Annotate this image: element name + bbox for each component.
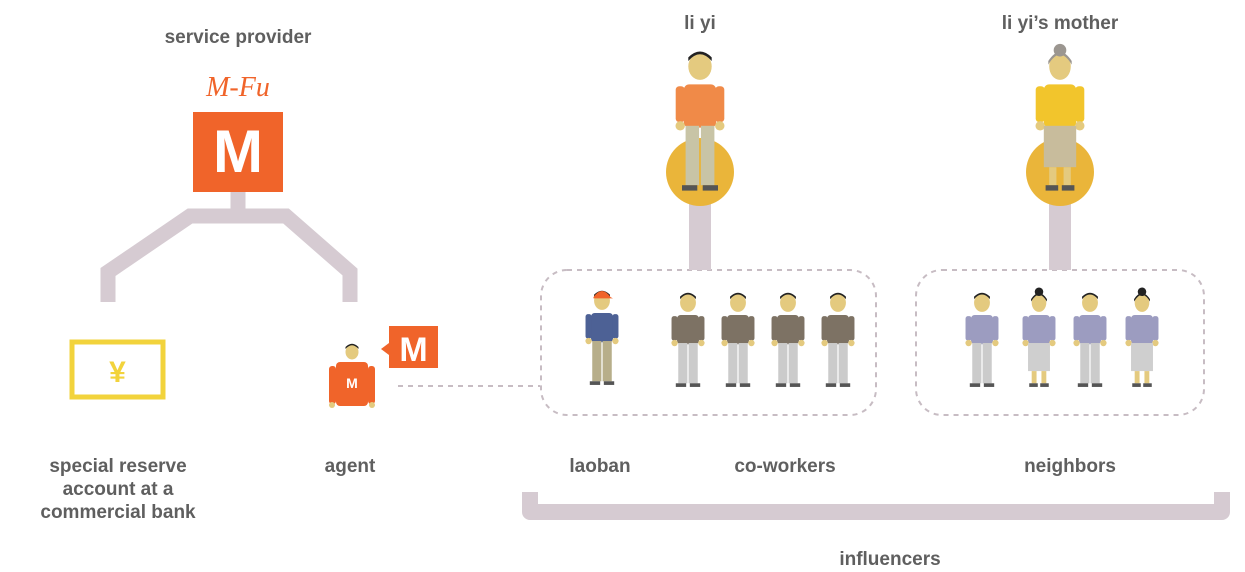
coworkers-label: co-workers [734,456,836,477]
influencers-bracket [522,492,1230,520]
agent-shirt-letter: M [346,375,358,391]
brand-name: M-Fu [206,72,270,103]
mother-disc [1026,138,1094,206]
agent-label: agent [324,456,376,477]
li-yi-disc [666,138,734,206]
laoban-label: laoban [569,456,631,477]
neighbors-label: neighbors [1024,456,1116,477]
neighbor-figure [1022,287,1056,387]
yen-symbol: ¥ [109,356,126,389]
mother-label: li yi’s mother [1001,13,1119,34]
mother-pillar [1049,200,1071,270]
provider-connector [100,192,358,302]
laoban-figure [585,290,619,385]
neighbor-figure [965,292,999,387]
coworker-figure [771,292,805,387]
agent-badge-letter: M [399,331,427,369]
agent-m-badge [389,326,438,368]
influencers-label: influencers [839,549,941,570]
mfu-logo-letter: M [213,118,263,185]
reserve-label-line1: special reserve [49,456,187,477]
coworker-figure [821,292,855,387]
reserve-label-line3: commercial bank [40,502,196,523]
li-yi-label: li yi [684,13,716,34]
reserve-label: special reserve account at a commercial … [18,455,218,524]
mfu-logo [193,112,283,192]
agent-badge-pointer [381,343,389,355]
neighbor-figure [1073,292,1107,387]
neighbors-group-box [915,269,1205,416]
coworker-figure [721,292,755,387]
reserve-label-line2: account at a [62,479,174,500]
service-provider-label: service provider [164,27,312,48]
yen-account-icon [69,339,166,400]
li-yi-pillar [689,200,711,270]
neighbor-figure [1125,287,1159,387]
coworker-figure [671,292,705,387]
agent-figure: M [329,343,375,410]
